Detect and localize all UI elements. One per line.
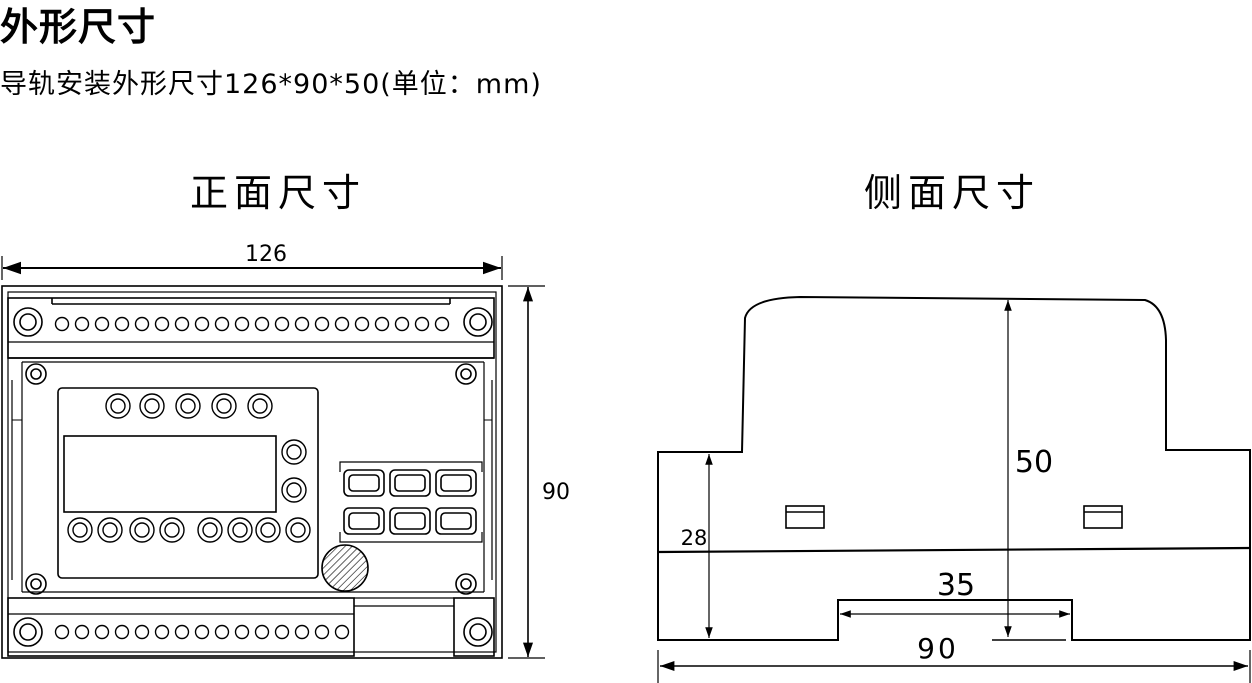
front-width-value: 126 (245, 242, 287, 267)
rail-height-value: 28 (681, 526, 708, 550)
depth-value: 50 (1015, 445, 1053, 480)
front-view (1, 256, 545, 659)
display-panel (57, 387, 319, 579)
front-view-label: 正面尺寸 (190, 171, 367, 215)
front-width-dimension (1, 256, 503, 280)
side-view-label: 侧面尺寸 (864, 171, 1041, 215)
page-subtitle: 导轨安装外形尺寸126*90*50(单位：mm) (0, 69, 542, 100)
keypad (339, 461, 483, 543)
bottom-terminal-row (54, 624, 350, 640)
hatched-knob (321, 544, 369, 592)
top-terminal-block (7, 297, 495, 359)
side-width-value: 90 (917, 632, 959, 665)
lower-led-row (67, 517, 311, 543)
front-height-value: 90 (542, 480, 570, 505)
page-title: 外形尺寸 (0, 5, 157, 49)
side-view (657, 295, 1251, 683)
top-terminal-row (54, 316, 450, 332)
rail-line (657, 546, 1251, 554)
side-led-column (281, 439, 307, 503)
rail-width-value: 35 (937, 568, 975, 603)
front-housing-outline (1, 285, 503, 659)
mounting-screw (25, 363, 477, 595)
front-height-dimension (508, 285, 545, 659)
bottom-terminal-block (7, 597, 355, 657)
indicator-led-row (105, 393, 273, 419)
corner-screw (13, 307, 493, 647)
side-body-outline (657, 295, 1251, 641)
side-latch (785, 505, 1123, 529)
lcd-screen (63, 435, 277, 513)
